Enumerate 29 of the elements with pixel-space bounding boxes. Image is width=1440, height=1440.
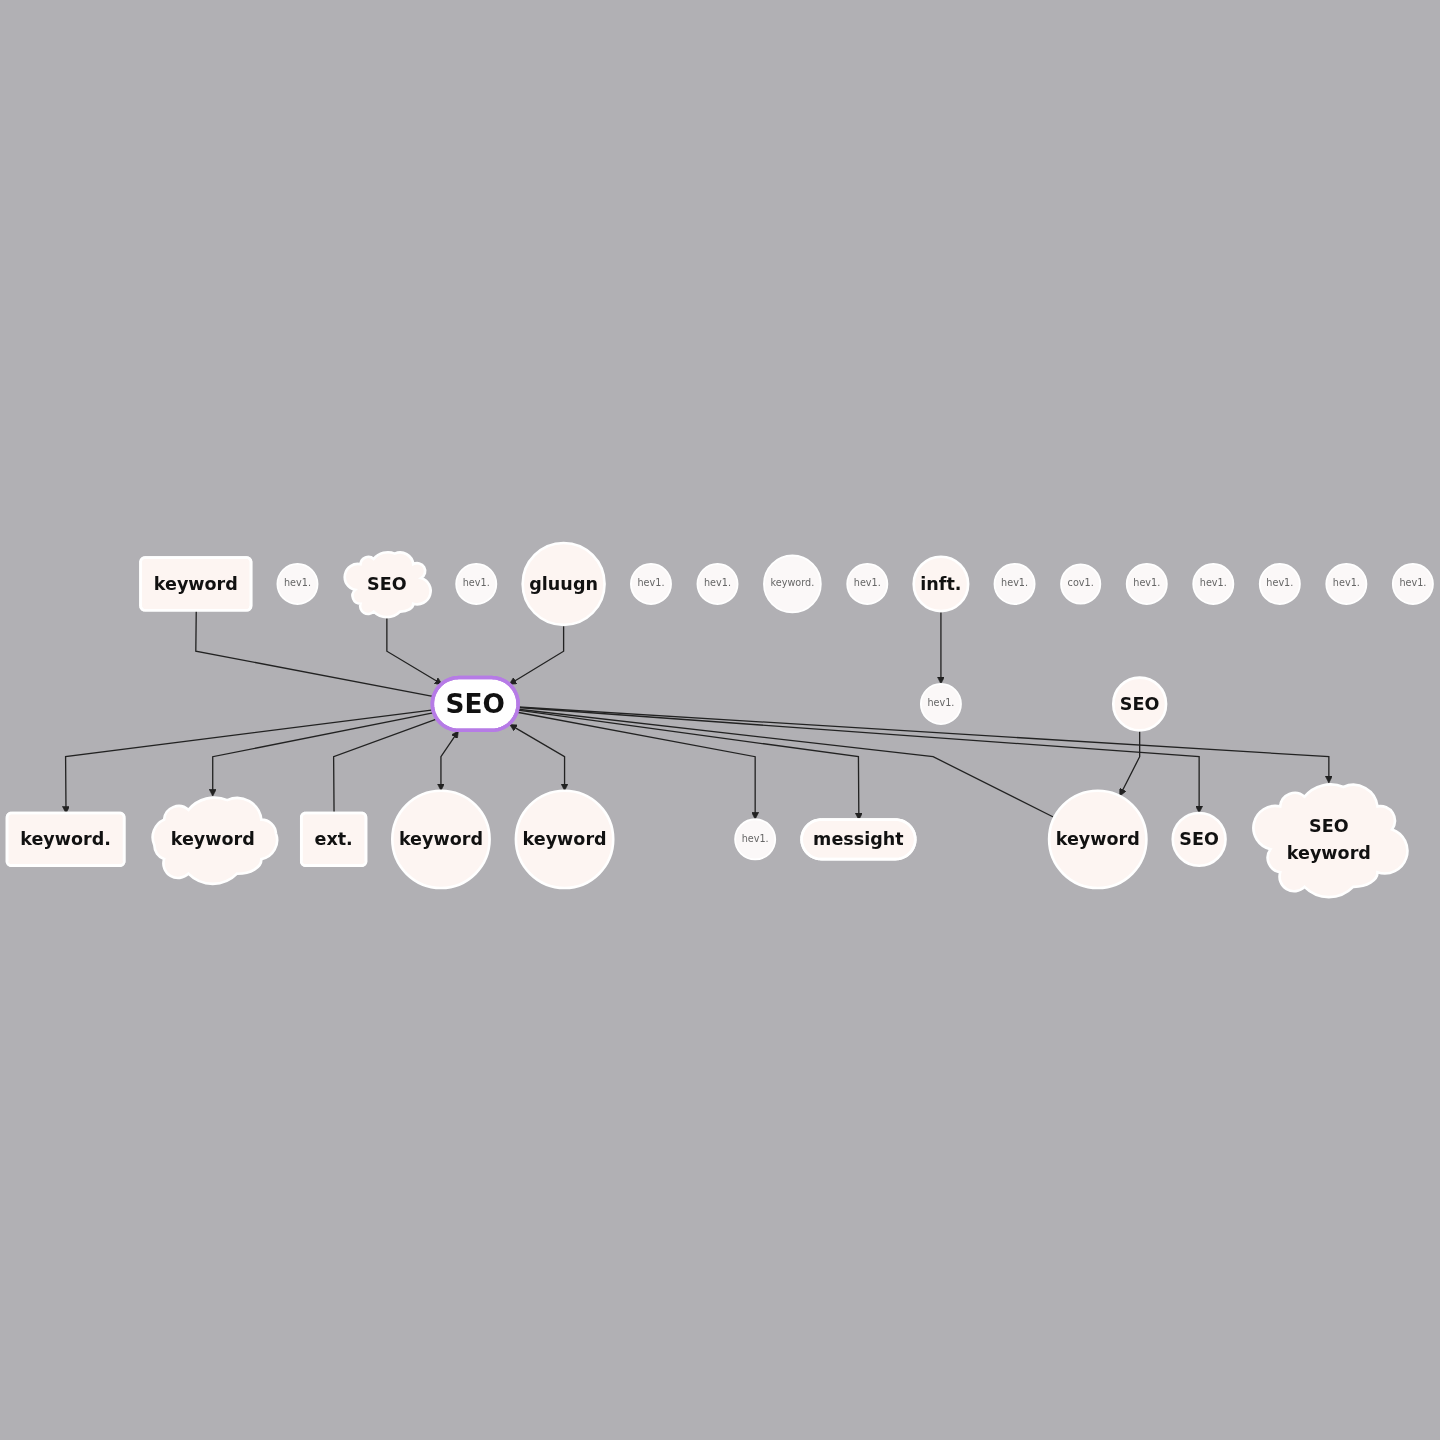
- node-circle: inft.: [912, 555, 970, 613]
- node-circle: SEO: [1111, 676, 1168, 732]
- node-circle: hev1.: [696, 562, 739, 605]
- arrow: [509, 724, 569, 791]
- node-circle: hev1.: [630, 562, 672, 605]
- node-circle: hev1.: [1125, 562, 1168, 605]
- node-circle: hev1.: [276, 562, 319, 605]
- connector: [517, 708, 1055, 819]
- node-circle: hev1.: [1325, 562, 1368, 605]
- arrow: [437, 730, 459, 791]
- node-circle: hev1.: [846, 562, 889, 605]
- node-circle: keyword.: [763, 554, 822, 614]
- arrow: [386, 615, 443, 685]
- node-circle: hev1.: [1391, 562, 1434, 605]
- node-circle: keyword: [514, 789, 615, 890]
- node-circle: keyword: [1047, 789, 1148, 890]
- node-circle: cov1.: [1060, 563, 1102, 605]
- node-circle: hev1.: [993, 562, 1036, 605]
- node-circle: SEO: [1171, 811, 1227, 867]
- node-circle: hev1.: [734, 818, 777, 861]
- node-circle: hev1.: [919, 682, 962, 725]
- node-circle: hev1.: [1192, 562, 1235, 605]
- node-circle: hev1.: [1258, 562, 1301, 605]
- node-circle: keyword: [391, 789, 491, 890]
- arrow: [517, 709, 863, 821]
- node-circle: gluugn: [521, 541, 606, 627]
- node-circle: hev1.: [455, 562, 498, 605]
- arrow: [508, 624, 565, 685]
- arrow: [937, 610, 945, 685]
